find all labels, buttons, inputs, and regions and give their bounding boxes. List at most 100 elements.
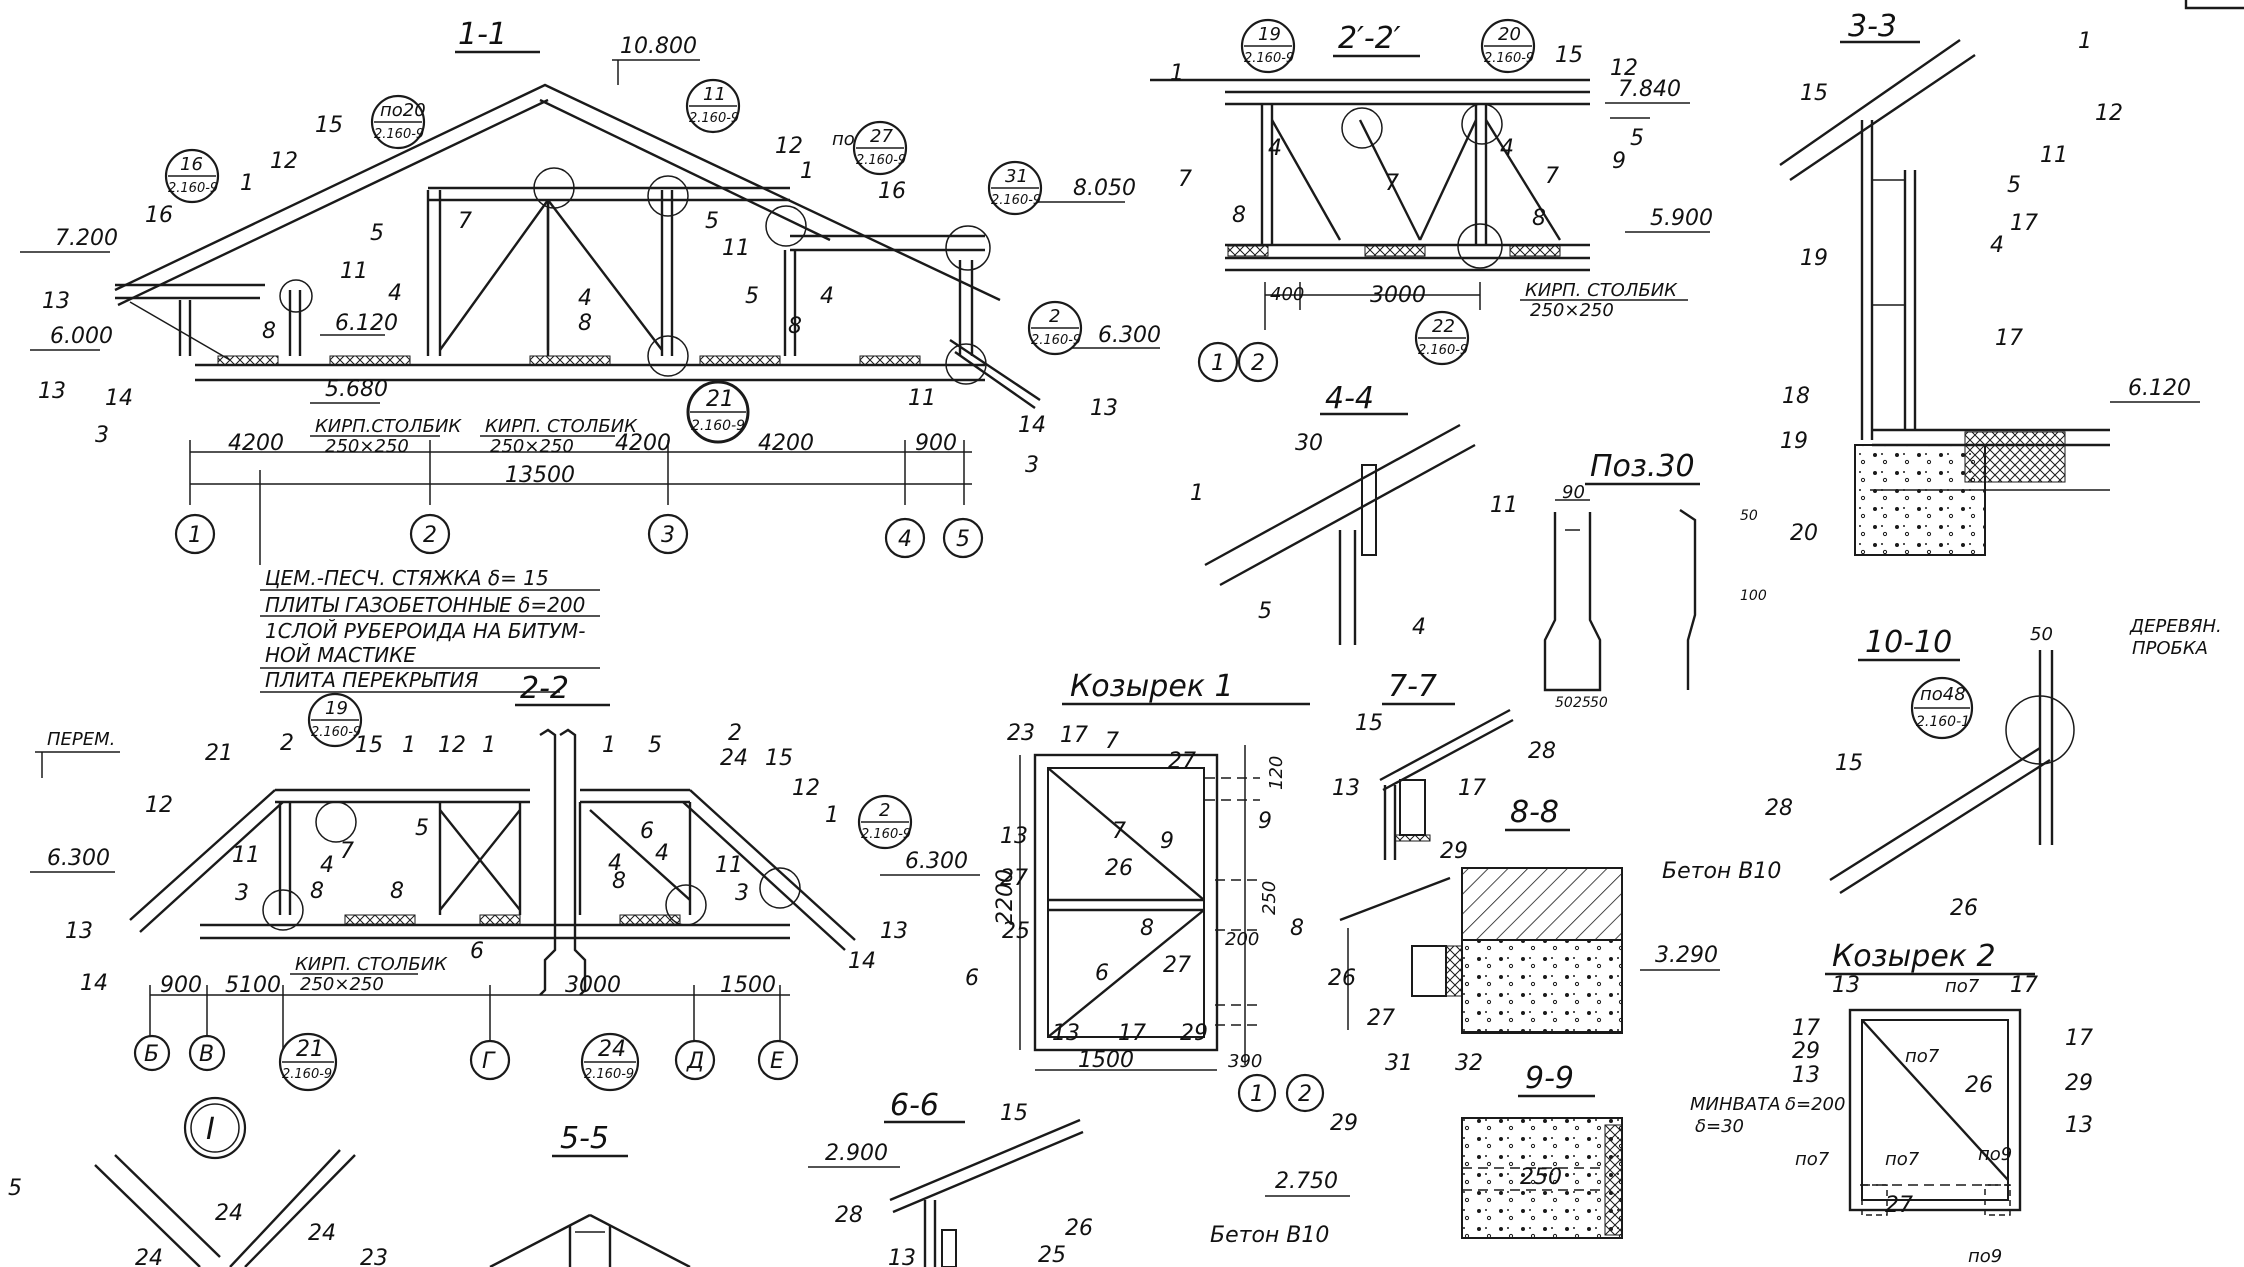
- svg-text:27: 27: [870, 126, 893, 147]
- svg-text:24: 24: [598, 1037, 626, 1062]
- svg-text:2.160-9: 2.160-9: [991, 193, 1041, 208]
- note-text: КИРП. СТОЛБИК: [295, 954, 448, 975]
- part-mark: 23: [360, 1246, 388, 1267]
- part-mark: 31: [1385, 1051, 1413, 1076]
- part-mark: 13: [38, 379, 66, 404]
- elevation-mark: 5.900: [1650, 206, 1713, 231]
- section-10-10: 10-10 ДЕРЕВЯН. ПРОБКА 50 15 28 26 по48 2…: [1765, 616, 2222, 921]
- elevation-mark: 6.120: [335, 311, 398, 336]
- detail-poz-30: Поз.30 90 50 25 50 50 100: [1543, 449, 1767, 711]
- part-mark: 14: [105, 386, 133, 411]
- note-text: КИРП.СТОЛБИК: [315, 416, 462, 437]
- axis-label: Б: [144, 1042, 159, 1067]
- part-mark: 19: [1780, 429, 1808, 454]
- part-mark: 25: [1038, 1243, 1066, 1267]
- dim-text: 1500: [1078, 1048, 1134, 1073]
- part-mark: 7: [1105, 729, 1119, 754]
- svg-text:2.160-9: 2.160-9: [1484, 51, 1534, 66]
- part-mark: 8: [390, 879, 404, 904]
- part-mark: 29: [1330, 1111, 1358, 1136]
- part-mark: 4: [820, 284, 834, 309]
- part-mark: 14: [1018, 413, 1046, 438]
- dim-text: 13500: [505, 463, 575, 488]
- note-text: δ=30: [1695, 1116, 1744, 1137]
- dim-text: 4200: [228, 431, 284, 456]
- elevation-mark: 3.290: [1655, 943, 1718, 968]
- callout-20-b: 20 2.160-9: [1480, 18, 1536, 74]
- svg-text:по20: по20: [380, 100, 426, 121]
- part-mark: 15: [355, 733, 383, 758]
- svg-text:ЦЕМ.-ПЕСЧ. СТЯЖКА δ= 15: ЦЕМ.-ПЕСЧ. СТЯЖКА δ= 15: [265, 566, 549, 590]
- part-mark: 12: [145, 793, 173, 818]
- part-mark: 4: [655, 841, 669, 866]
- note-text: Бетон B10: [1210, 1223, 1329, 1248]
- part-mark: 19: [1800, 246, 1828, 271]
- section-5-5: 5-5: [489, 1121, 691, 1267]
- part-mark: 28: [835, 1203, 863, 1228]
- part-mark: 4: [578, 286, 592, 311]
- part-mark: 1: [240, 171, 254, 196]
- part-mark: 6: [1095, 961, 1109, 986]
- part-mark: 7: [1178, 167, 1192, 192]
- elevation-mark: 5.680: [325, 377, 388, 402]
- part-mark: 15: [765, 746, 793, 771]
- part-mark: 4: [388, 281, 402, 306]
- part-mark: 7: [458, 209, 472, 234]
- section-title: Поз.30: [1590, 449, 1695, 484]
- part-mark: 1: [1190, 481, 1204, 506]
- part-mark: 11: [715, 853, 743, 878]
- elevation-mark: 7.200: [55, 226, 118, 251]
- part-mark: 5: [1630, 126, 1644, 151]
- note-text: по9: [1968, 1246, 2002, 1267]
- dim-text: 2200: [993, 869, 1018, 925]
- part-mark: 13: [1090, 396, 1118, 421]
- svg-text:1СЛОЙ РУБЕРОИДА НА БИТУМ-: 1СЛОЙ РУБЕРОИДА НА БИТУМ-: [265, 619, 585, 643]
- elevation-mark: 2.750: [1275, 1169, 1338, 1194]
- dim-text: 3000: [565, 973, 621, 998]
- section-title: I: [206, 1112, 215, 1147]
- svg-text:21: 21: [706, 387, 734, 412]
- part-mark: 5: [745, 284, 759, 309]
- part-mark: 7: [1385, 171, 1399, 196]
- section-6-6: 6-6 2.900 15 28 26 25 13: [808, 1088, 1093, 1267]
- section-4-4: 4-4 30 1 11 5 4: [1190, 381, 1518, 645]
- dim-text: 200: [1225, 929, 1259, 950]
- section-title: Козырек 1: [1070, 669, 1234, 704]
- svg-text:ПЛИТЫ ГАЗОБЕТОННЫЕ δ=200: ПЛИТЫ ГАЗОБЕТОННЫЕ δ=200: [265, 593, 585, 617]
- dim-text: 4200: [758, 431, 814, 456]
- svg-text:ПЛИТА ПЕРЕКРЫТИЯ: ПЛИТА ПЕРЕКРЫТИЯ: [265, 668, 478, 692]
- dim-text: 50: [1555, 695, 1573, 711]
- part-mark: 12: [792, 776, 820, 801]
- svg-text:2.160-9: 2.160-9: [584, 1067, 634, 1082]
- part-mark: 29: [1180, 1021, 1208, 1046]
- dim-text: 50: [1740, 508, 1758, 524]
- svg-text:по48: по48: [1920, 684, 1966, 705]
- dim-text: 400: [1270, 284, 1304, 305]
- svg-text:2.160-1: 2.160-1: [1916, 714, 1970, 730]
- part-mark: 24: [308, 1221, 336, 1246]
- part-mark: 3: [235, 881, 249, 906]
- svg-text:19: 19: [325, 698, 348, 719]
- part-mark: 25: [1002, 919, 1030, 944]
- dim-text: 120: [1266, 756, 1287, 790]
- part-mark: 4: [1268, 136, 1282, 161]
- svg-text:20: 20: [1498, 24, 1521, 45]
- part-mark: 8: [310, 879, 324, 904]
- part-mark: 6: [640, 819, 654, 844]
- part-mark: 17: [1060, 723, 1088, 748]
- note-text: по7: [1885, 1149, 1920, 1170]
- axis-label: 2: [1298, 1082, 1312, 1107]
- part-mark: 5: [8, 1176, 22, 1201]
- section-title: 6-6: [890, 1088, 939, 1123]
- part-mark: 26: [1065, 1216, 1093, 1241]
- part-mark: 17: [1118, 1021, 1146, 1046]
- part-mark: 1: [1170, 61, 1184, 86]
- svg-text:2.160-9: 2.160-9: [1244, 51, 1294, 66]
- elevation-mark: 6.120: [2128, 376, 2191, 401]
- part-mark: 11: [232, 843, 260, 868]
- dim-text: 50: [2030, 624, 2053, 645]
- part-mark: 17: [1458, 776, 1486, 801]
- section-title: 4-4: [1325, 381, 1374, 416]
- section-title: Козырек 2: [1832, 939, 1996, 974]
